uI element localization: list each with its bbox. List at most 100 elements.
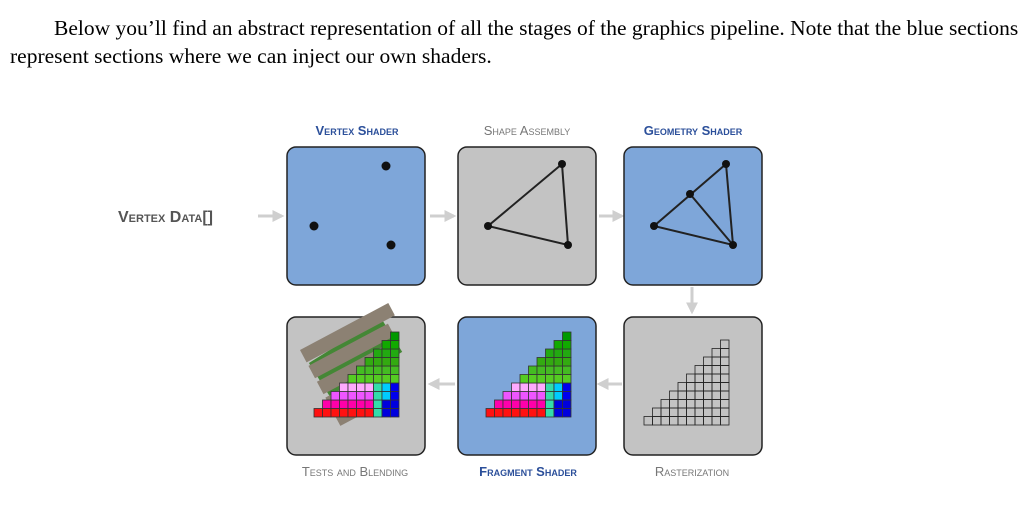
fragment-pixel (494, 408, 504, 418)
fragment-pixel (536, 382, 546, 392)
blended-pixel (356, 408, 366, 418)
fragment-pixel (519, 382, 529, 392)
blended-pixel (381, 391, 391, 401)
fragment-pixel (519, 399, 529, 409)
blended-pixel (356, 391, 366, 401)
fragment-pixel (553, 399, 563, 409)
fragment-pixel (528, 399, 538, 409)
blended-pixel (313, 408, 323, 418)
fragment-pixel (553, 357, 563, 367)
fragment-pixel (562, 408, 572, 418)
blended-pixel (373, 348, 383, 358)
fragment-pixel (502, 408, 512, 418)
blended-pixel (381, 399, 391, 409)
fragment-pixel (562, 382, 572, 392)
blended-pixel (373, 357, 383, 367)
fragment-pixel (528, 408, 538, 418)
stage-box-geometry-shader (623, 146, 763, 286)
blended-pixel (373, 365, 383, 375)
blended-pixel (356, 374, 366, 384)
fragment-pixel (553, 382, 563, 392)
fragment-pixel (536, 391, 546, 401)
stage-box-rasterization (623, 316, 763, 456)
blended-pixel (390, 374, 400, 384)
blended-pixel (390, 408, 400, 418)
blended-pixel (364, 391, 374, 401)
blended-pixel (373, 399, 383, 409)
blended-pixel (373, 374, 383, 384)
fragment-pixel (511, 382, 521, 392)
intro-text: Below you’ll find an abstract representa… (10, 16, 1019, 68)
fragment-pixel (545, 399, 555, 409)
blended-pixel (364, 374, 374, 384)
blended-pixel (381, 348, 391, 358)
blended-pixel (356, 365, 366, 375)
blended-pixel (364, 382, 374, 392)
blended-pixel (347, 391, 357, 401)
blended-pixel (390, 399, 400, 409)
stage-label-rasterization: Rasterization (655, 464, 729, 479)
blended-pixel (381, 365, 391, 375)
vertex-points-illustration (309, 161, 396, 250)
blending-illustration (300, 303, 403, 426)
fragment-pixel (562, 340, 572, 350)
blended-pixel (390, 365, 400, 375)
blended-pixel (390, 331, 400, 341)
fragment-pixel (511, 399, 521, 409)
intro-paragraph: Below you’ll find an abstract representa… (10, 14, 1020, 70)
fragment-pixel (553, 340, 563, 350)
fragment-pixel (562, 365, 572, 375)
blended-pixel (373, 382, 383, 392)
fragment-pixel (545, 382, 555, 392)
fragment-pixel (485, 408, 495, 418)
fragment-pixel (502, 391, 512, 401)
fragment-pixel (519, 374, 529, 384)
fragment-pixel (511, 391, 521, 401)
fragment-pixel (562, 399, 572, 409)
fragment-pixel (511, 408, 521, 418)
blended-pixel (330, 399, 340, 409)
fragment-pixel (545, 365, 555, 375)
blended-pixel (373, 408, 383, 418)
blended-pixel (347, 382, 357, 392)
fragment-pixel (562, 348, 572, 358)
input-label: Vertex Data[] (118, 209, 213, 226)
blended-pixel (364, 399, 374, 409)
blended-pixel (330, 391, 340, 401)
fragment-grid-illustration (485, 331, 572, 418)
stage-label-tests-and-blending: Tests and Blending (302, 464, 408, 479)
fragment-pixel (545, 374, 555, 384)
blended-pixel (347, 399, 357, 409)
fragment-pixel (494, 399, 504, 409)
blended-pixel (390, 382, 400, 392)
blended-pixel (364, 357, 374, 367)
rasterization-grid-illustration (643, 339, 730, 426)
stage-label-geometry-shader: Geometry Shader (644, 123, 743, 138)
assembled-triangle-illustration (484, 160, 572, 249)
blended-pixel (390, 357, 400, 367)
fragment-pixel (553, 365, 563, 375)
blended-pixel (347, 374, 357, 384)
fragment-pixel (536, 357, 546, 367)
blended-pixel (373, 391, 383, 401)
blended-pixel (322, 399, 332, 409)
stage-label-fragment-shader: Fragment Shader (479, 464, 577, 479)
blended-pixel (356, 399, 366, 409)
fragment-pixel (502, 399, 512, 409)
blended-pixel (330, 408, 340, 418)
blended-pixel (390, 391, 400, 401)
fragment-pixel (553, 348, 563, 358)
fragment-pixel (562, 391, 572, 401)
fragment-pixel (528, 391, 538, 401)
fragment-pixel (553, 408, 563, 418)
stage-label-shape-assembly: Shape Assembly (484, 123, 571, 138)
blended-pixel (381, 340, 391, 350)
blended-pixel (339, 399, 349, 409)
fragment-pixel (545, 348, 555, 358)
fragment-pixel (528, 365, 538, 375)
fragment-pixel (562, 374, 572, 384)
fragment-pixel (562, 331, 572, 341)
fragment-pixel (545, 357, 555, 367)
fragment-pixel (536, 374, 546, 384)
